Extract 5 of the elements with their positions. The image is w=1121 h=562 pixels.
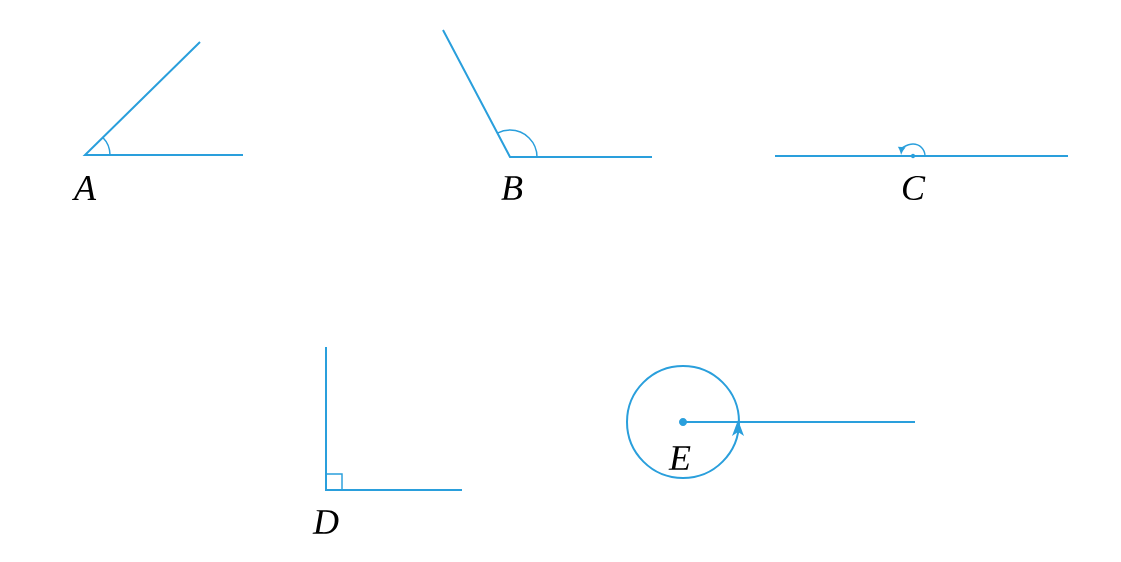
angle-label: D bbox=[312, 510, 339, 534]
angle-label: B bbox=[501, 176, 523, 200]
angle-label: E bbox=[668, 446, 691, 470]
angle-label: C bbox=[903, 175, 926, 201]
angle-label: A bbox=[72, 176, 97, 200]
